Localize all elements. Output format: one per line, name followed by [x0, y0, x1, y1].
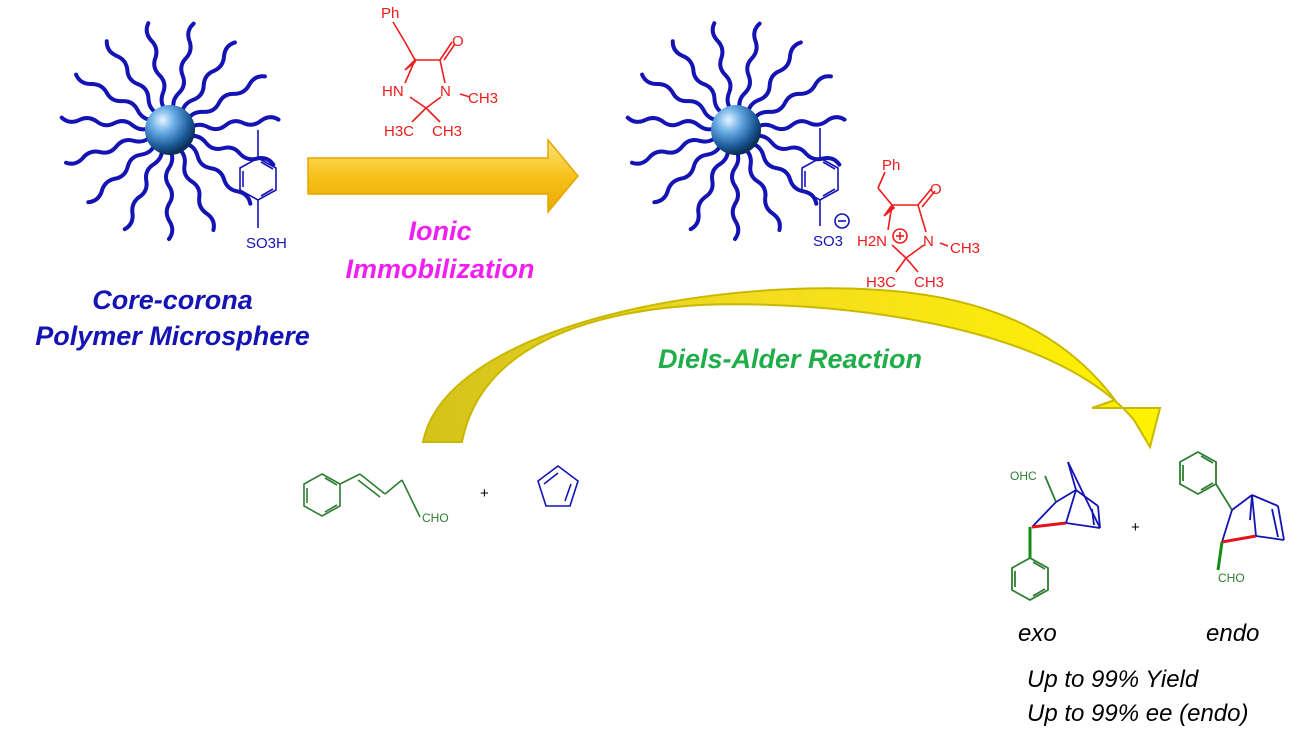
polymer-core-sphere-right	[711, 105, 761, 155]
ch3-label-right-2: CH3	[914, 274, 944, 291]
cho-label-reactant: CHO	[422, 511, 449, 525]
immobilized-catalyst-labels: Ph O H2N N CH3 H3C CH3	[857, 157, 980, 291]
ionic-label-line1: Ionic	[408, 216, 472, 246]
microsphere-label-line1: Core-corona	[92, 285, 253, 315]
endo-product	[1179, 450, 1285, 571]
cyclopentadiene	[537, 465, 579, 507]
h3c-label-top: H3C	[384, 123, 414, 140]
exo-product	[1011, 461, 1101, 602]
ch3-label-top: CH3	[468, 90, 498, 107]
ionic-label-line2: Immobilization	[345, 254, 535, 284]
ch3-label-top-2: CH3	[432, 123, 462, 140]
h3c-label-right: H3C	[866, 274, 896, 291]
cinnamaldehyde	[303, 473, 421, 518]
immobilized-catalyst	[877, 171, 949, 273]
ph-label-top: Ph	[381, 5, 399, 22]
microsphere-label-line2: Polymer Microsphere	[35, 321, 310, 351]
plus-sign-reactants: +	[480, 485, 489, 502]
benzenesulfonate-right	[801, 128, 850, 229]
endo-label: endo	[1206, 620, 1260, 647]
ph-label-right: Ph	[882, 157, 900, 174]
diels-alder-label: Diels-Alder Reaction	[657, 344, 923, 374]
microsphere-label: Core-corona Polymer Microsphere	[0, 282, 345, 354]
h2n-label: H2N	[857, 233, 887, 250]
result-ee: Up to 99% ee (endo)	[1027, 700, 1249, 727]
so3h-label: SO3H	[246, 235, 287, 252]
benzenesulfonic-acid-left	[239, 130, 277, 228]
plus-sign-products: +	[1131, 519, 1140, 536]
exo-label: exo	[1018, 620, 1057, 647]
o-label-right: O	[930, 181, 942, 198]
microsphere-right	[625, 20, 847, 241]
ionic-immobilization-arrow	[307, 137, 579, 215]
ch3-label-right: CH3	[950, 240, 980, 257]
n-label-right: N	[923, 233, 934, 250]
polymer-core-sphere	[145, 105, 195, 155]
catalyst-labels: Ph O HN N CH3 H3C CH3	[381, 5, 498, 140]
imidazolidinone-catalyst	[392, 21, 471, 123]
result-yield: Up to 99% Yield	[1027, 666, 1199, 693]
cho-label-endo: CHO	[1218, 571, 1245, 585]
diels-alder-curved-arrow	[421, 287, 1162, 450]
n-label-top: N	[440, 83, 451, 100]
o-label-top: O	[452, 33, 464, 50]
microsphere-left	[59, 20, 281, 241]
ohc-label: OHC	[1010, 469, 1037, 483]
so3-label: SO3	[813, 233, 843, 250]
hn-label-top: HN	[382, 83, 404, 100]
ionic-immobilization-label: Ionic Immobilization	[320, 212, 560, 288]
